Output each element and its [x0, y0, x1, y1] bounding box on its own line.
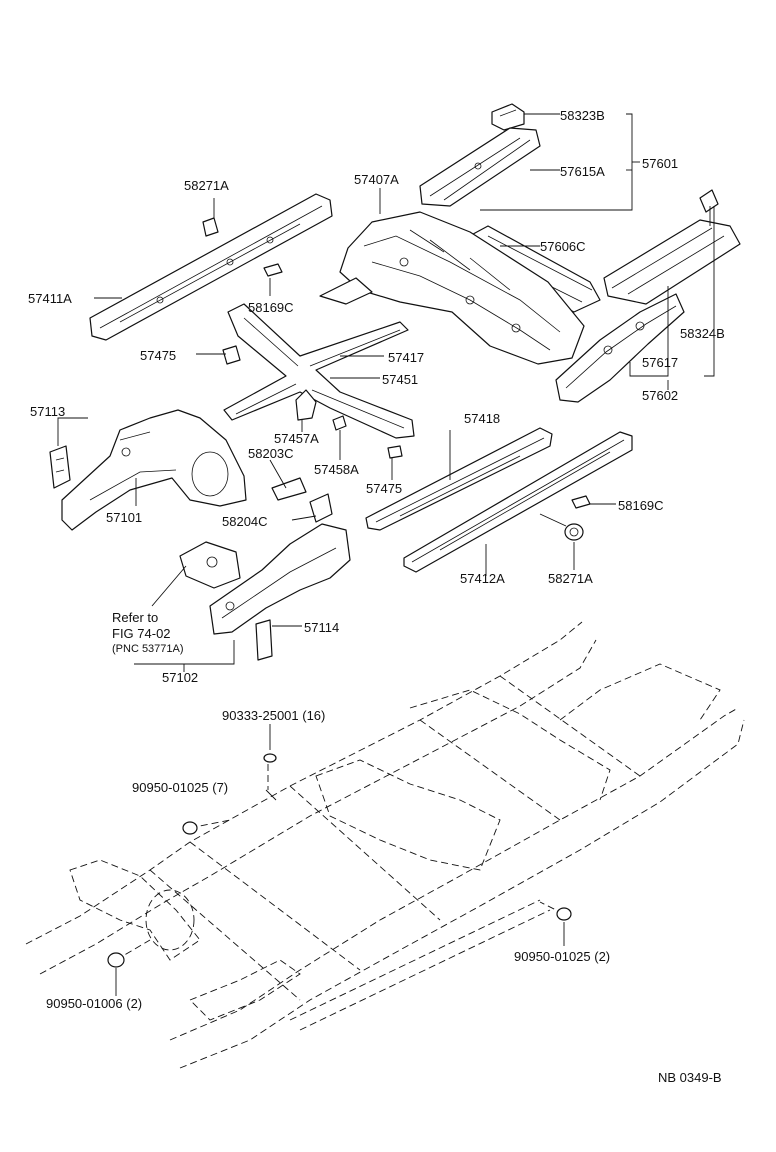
label-58271a-top: 58271A — [184, 178, 229, 193]
label-58203c: 58203C — [248, 446, 294, 461]
label-57114: 57114 — [304, 620, 339, 635]
label-58169c-mid: 58169C — [618, 498, 664, 513]
label-57101: 57101 — [106, 510, 142, 525]
label-90950-01006: 90950-01006 (2) — [46, 996, 142, 1011]
bolt-90950-01025-2 — [556, 907, 572, 921]
label-90950-01025-7: 90950-01025 (7) — [132, 780, 228, 795]
label-90333-25001: 90333-25001 (16) — [222, 708, 325, 723]
reference-line-2: FIG 74-02 — [112, 626, 171, 641]
part-58271a-top — [202, 217, 219, 237]
label-90950-01025-2: 90950-01025 (2) — [514, 949, 610, 964]
part-57411a — [89, 193, 333, 341]
label-57617: 57617 — [642, 355, 678, 370]
label-57615a: 57615A — [560, 164, 605, 179]
part-57407a — [319, 211, 585, 365]
label-57418: 57418 — [464, 411, 500, 426]
part-58271a-mid — [564, 523, 584, 541]
reference-line-1: Refer to — [112, 610, 158, 625]
bolt-90950-01006 — [107, 952, 125, 968]
part-58323b — [491, 103, 525, 131]
figure-code: NB 0349-B — [658, 1070, 722, 1085]
part-57412a — [403, 431, 633, 573]
part-57602 — [555, 293, 685, 403]
label-57457a: 57457A — [274, 431, 319, 446]
part-58204c — [309, 493, 333, 523]
part-57101 — [61, 409, 247, 531]
part-58169c-top — [263, 263, 283, 277]
bolt-90950-01025-7 — [182, 821, 198, 835]
label-58323b: 58323B — [560, 108, 605, 123]
part-57475-b — [387, 445, 403, 459]
label-57475-b: 57475 — [366, 481, 402, 496]
part-58324b — [699, 189, 719, 213]
part-58203c — [271, 477, 307, 501]
bolt-90333 — [263, 753, 277, 763]
part-57475-a — [222, 345, 241, 365]
label-57606c: 57606C — [540, 239, 586, 254]
label-57412a: 57412A — [460, 571, 505, 586]
label-57411a: 57411A — [28, 291, 72, 306]
part-58169c-mid — [571, 495, 591, 509]
leader-lines — [57, 113, 715, 996]
part-labels: 58323B 57615A 57601 58271A 57407A 57606C… — [28, 108, 725, 1085]
part-57114 — [255, 619, 273, 661]
label-58204c: 58204C — [222, 514, 268, 529]
label-57417: 57417 — [388, 350, 424, 365]
label-57407a: 57407A — [354, 172, 399, 187]
label-57602: 57602 — [642, 388, 678, 403]
part-57113 — [49, 445, 71, 489]
reference-line-3: (PNC 53771A) — [112, 643, 184, 655]
part-57417-57451 — [223, 303, 415, 439]
label-57451: 57451 — [382, 372, 418, 387]
part-front-mount — [179, 541, 241, 589]
label-57601: 57601 — [642, 156, 678, 171]
part-57418 — [365, 427, 553, 531]
part-57617 — [603, 219, 741, 305]
label-58169c-top: 58169C — [248, 300, 294, 315]
label-58324b: 58324B — [680, 326, 725, 341]
part-57457a — [295, 389, 317, 421]
label-57102: 57102 — [162, 670, 198, 685]
label-57113: 57113 — [30, 404, 65, 419]
label-57475-a: 57475 — [140, 348, 176, 363]
label-58271a-mid: 58271A — [548, 571, 593, 586]
part-57615a — [419, 127, 541, 207]
part-57458a — [332, 415, 347, 431]
label-57458a: 57458A — [314, 462, 359, 477]
part-57102 — [209, 523, 351, 635]
